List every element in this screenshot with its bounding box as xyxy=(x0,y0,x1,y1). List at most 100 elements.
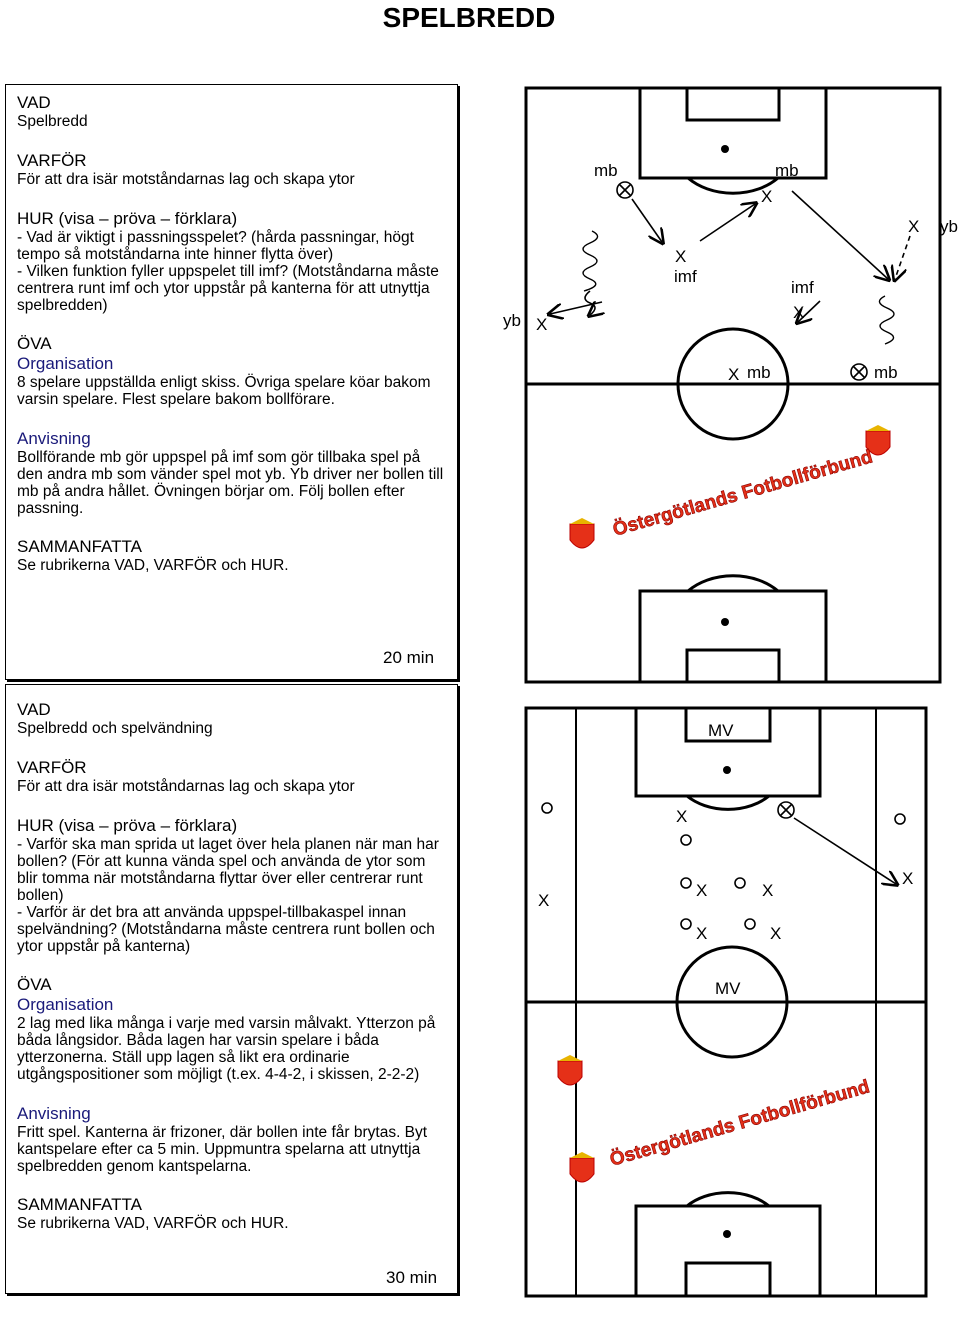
exercise-2-box xyxy=(5,684,458,1294)
centre-circle xyxy=(675,945,789,1059)
player-circle xyxy=(734,877,746,889)
label-x: X xyxy=(761,187,772,206)
label-mb: mb xyxy=(747,363,771,382)
pass-arrow xyxy=(631,198,662,242)
sammanfatta-text: Se rubrikerna VAD, VARFÖR och HUR. xyxy=(17,1215,289,1232)
organisation-heading: Organisation xyxy=(17,354,114,373)
federation-logo: Östergötlands Fotbollförbund xyxy=(569,425,891,549)
penalty-spot-bottom xyxy=(723,1230,731,1238)
organisation-heading: Organisation xyxy=(17,995,114,1014)
duration-2: 30 min xyxy=(386,1268,438,1287)
label-x: X xyxy=(902,869,913,888)
organisation-text: 8 spelare uppställda enligt skiss. Övrig… xyxy=(17,374,431,408)
sammanfatta-text: Se rubrikerna VAD, VARFÖR och HUR. xyxy=(17,557,289,574)
hur-text-2: - Varför är det bra att använda uppspel-… xyxy=(17,904,435,955)
label-x: X xyxy=(696,881,707,900)
varfor-heading: VARFÖR xyxy=(17,151,87,170)
pitch-diagram-2: MV MV X X X X X X X Östergötlands Fotbol… xyxy=(524,706,930,1300)
ova-heading: ÖVA xyxy=(17,334,52,353)
sammanfatta-heading: SAMMANFATTA xyxy=(17,537,142,556)
anvisning-heading: Anvisning xyxy=(17,1104,91,1123)
label-x: X xyxy=(728,365,739,384)
label-mb: mb xyxy=(874,363,898,382)
hur-text-1: - Vad är viktigt i passningsspelet? (hår… xyxy=(17,229,414,263)
goal-area-bottom xyxy=(684,1261,772,1298)
anvisning-text: Fritt spel. Kanterna är frizoner, där bo… xyxy=(17,1124,428,1175)
player-circle xyxy=(744,918,756,930)
varfor-text: För att dra isär motståndarnas lag och s… xyxy=(17,778,355,795)
pass-arrow xyxy=(699,204,755,242)
penalty-spot-bottom xyxy=(721,618,729,626)
hur-heading: HUR (visa – pröva – förklara) xyxy=(17,816,238,835)
label-x: X xyxy=(675,247,686,266)
sammanfatta-heading: SAMMANFATTA xyxy=(17,1195,142,1214)
goal-area-top xyxy=(685,86,781,122)
label-imf: imf xyxy=(674,267,697,286)
goal-area-bottom xyxy=(685,648,781,684)
label-x: X xyxy=(676,807,687,826)
dribble-path xyxy=(582,230,599,292)
varfor-text: För att dra isär motståndarnas lag och s… xyxy=(17,171,355,188)
label-x: X xyxy=(538,891,549,910)
penalty-spot-top xyxy=(723,766,731,774)
crest-icon xyxy=(569,1152,595,1183)
federation-logo: Östergötlands Fotbollförbund xyxy=(557,1055,873,1183)
player-circle xyxy=(680,877,692,889)
pass-arrow xyxy=(791,190,888,279)
goal-area-top xyxy=(684,706,772,743)
label-x: X xyxy=(536,315,547,334)
dribble-path xyxy=(878,295,895,345)
vad-text: Spelbredd och spelvändning xyxy=(17,720,213,737)
penalty-spot-top xyxy=(721,145,729,153)
pitch-diagram-1: mb mb X X imf imf X X yb yb X X mb mb Ös… xyxy=(490,86,960,684)
exercise-1-box xyxy=(5,84,458,680)
penalty-arc-top xyxy=(687,176,779,195)
penalty-arc-bottom xyxy=(686,1191,770,1208)
dribble-arrow xyxy=(584,290,595,315)
label-x: X xyxy=(770,924,781,943)
ball-player-icon xyxy=(616,181,634,199)
organisation-text: 2 lag med lika många i varje med varsin … xyxy=(17,1015,436,1083)
ova-heading: ÖVA xyxy=(17,975,52,994)
centre-circle xyxy=(676,327,790,441)
label-mv: MV xyxy=(708,721,734,740)
crest-icon xyxy=(569,518,595,549)
hur-text-2: - Vilken funktion fyller uppspelet till … xyxy=(17,263,439,314)
anvisning-heading: Anvisning xyxy=(17,429,91,448)
penalty-arc-top xyxy=(686,794,770,811)
label-yb: yb xyxy=(940,217,958,236)
label-x: X xyxy=(793,303,804,322)
vad-heading: VAD xyxy=(17,700,51,719)
exercise-2-text: VAD Spelbredd och spelvändning VARFÖR Fö… xyxy=(17,700,449,1232)
label-yb: yb xyxy=(503,311,521,330)
varfor-heading: VARFÖR xyxy=(17,758,87,777)
penalty-arc-bottom xyxy=(687,574,779,593)
player-circle xyxy=(680,834,692,846)
duration-1: 20 min xyxy=(383,648,435,667)
label-imf: imf xyxy=(791,278,814,297)
ball-player-icon xyxy=(777,801,795,819)
player-circle xyxy=(894,813,906,825)
label-mv: MV xyxy=(715,979,741,998)
crest-icon xyxy=(865,425,891,456)
pass-arrow xyxy=(798,300,821,322)
exercise-1-text: VAD Spelbredd VARFÖR För att dra isär mo… xyxy=(17,93,449,574)
anvisning-text: Bollförande mb gör uppspel på imf som gö… xyxy=(17,449,444,517)
hur-heading: HUR (visa – pröva – förklara) xyxy=(17,209,238,228)
label-x: X xyxy=(696,924,707,943)
label-x: X xyxy=(762,881,773,900)
penalty-area-bottom xyxy=(634,1204,822,1298)
player-circle xyxy=(541,802,553,814)
hur-text-1: - Varför ska man sprida ut laget över he… xyxy=(17,836,439,904)
vad-heading: VAD xyxy=(17,93,51,112)
pass-arrow xyxy=(793,817,896,884)
crest-icon xyxy=(557,1055,583,1086)
label-x: X xyxy=(908,217,919,236)
ball-player-icon xyxy=(850,363,868,381)
logo-text: Östergötlands Fotbollförbund xyxy=(611,446,876,540)
label-mb: mb xyxy=(594,161,618,180)
logo-text: Östergötlands Fotbollförbund xyxy=(608,1076,873,1170)
vad-text: Spelbredd xyxy=(17,113,88,130)
penalty-area-bottom xyxy=(638,589,828,684)
label-mb: mb xyxy=(775,161,799,180)
